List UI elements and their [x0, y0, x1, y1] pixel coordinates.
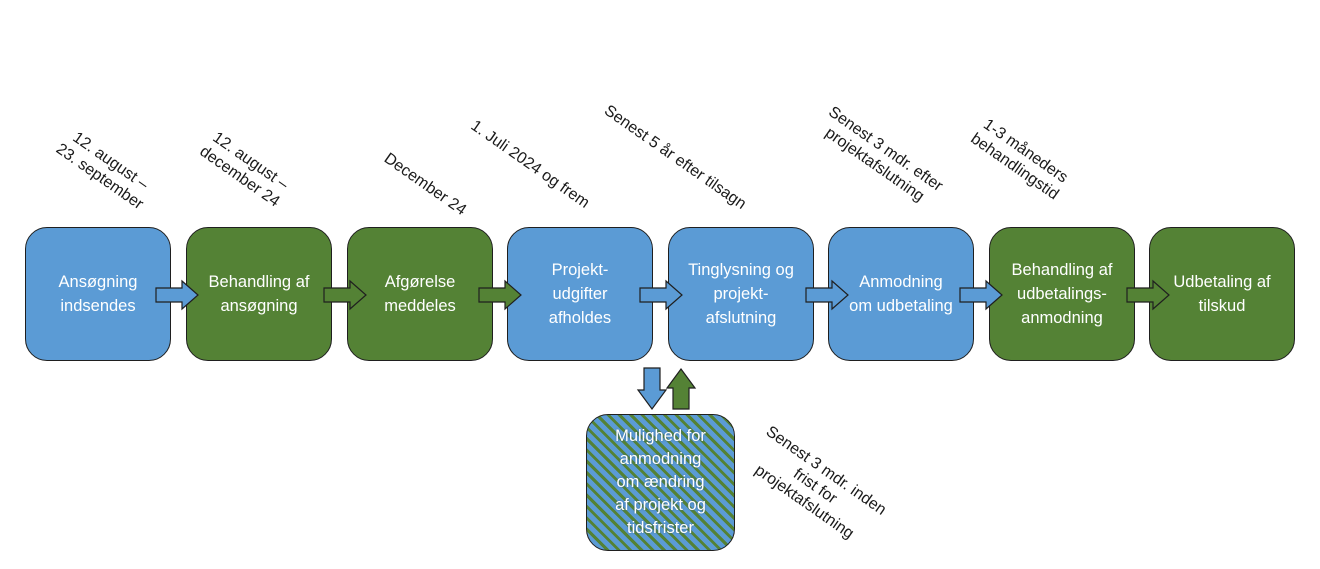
- arrow-right-icon: [959, 279, 1003, 311]
- arrow-shape: [665, 367, 697, 410]
- step-label: Tinglysning og projekt- afslutning: [688, 261, 794, 327]
- timing-label-6: Senest 3 mdr. efter projektafslutning: [821, 103, 946, 206]
- arrow-right-icon: [323, 279, 367, 311]
- arrow-right-icon: [155, 279, 199, 311]
- arrow-right-icon: [1126, 279, 1170, 311]
- step-label: Anmodning om udbetaling: [849, 273, 953, 315]
- timing-label-3: December 24: [380, 149, 470, 220]
- arrow-down-icon: [636, 367, 668, 411]
- arrow-right-icon: [478, 279, 522, 311]
- change-request-label: Mulighed for anmodning om ændring af pro…: [615, 427, 706, 537]
- timing-label-7: 1-3 måneders behandlingstid: [967, 115, 1071, 204]
- arrow-right-icon: [805, 279, 849, 311]
- step-label: Projekt- udgifter afholdes: [548, 261, 612, 327]
- timing-label-5: Senest 5 år efter tilsagn: [600, 102, 750, 213]
- step-label: Behandling af ansøgning: [208, 273, 310, 315]
- step-box-7: Behandling af udbetalings- anmodning: [989, 227, 1135, 361]
- step-box-3: Afgørelse meddeles: [347, 227, 493, 361]
- step-label: Afgørelse meddeles: [384, 273, 456, 315]
- arrow-shape: [323, 279, 367, 311]
- arrow-shape: [959, 279, 1003, 311]
- arrow-shape: [805, 279, 849, 311]
- timing-label-2: 12. august – december 24: [196, 128, 292, 211]
- arrow-shape: [636, 367, 668, 411]
- step-box-6: Anmodning om udbetaling: [828, 227, 974, 361]
- step-box-8: Udbetaling af tilskud: [1149, 227, 1295, 361]
- arrow-right-icon: [639, 279, 683, 311]
- step-box-1: Ansøgning indsendes: [25, 227, 171, 361]
- change-request-timing-label: Senest 3 mdr. inden frist for projektafs…: [751, 423, 890, 543]
- step-box-2: Behandling af ansøgning: [186, 227, 332, 361]
- change-request-box: Mulighed for anmodning om ændring af pro…: [586, 414, 735, 551]
- step-label: Behandling af udbetalings- anmodning: [1011, 261, 1113, 327]
- step-box-5: Tinglysning og projekt- afslutning: [668, 227, 814, 361]
- arrow-shape: [478, 279, 522, 311]
- step-box-4: Projekt- udgifter afholdes: [507, 227, 653, 361]
- arrow-up-icon: [665, 367, 697, 410]
- step-label: Udbetaling af tilskud: [1173, 273, 1271, 315]
- timing-label-4: 1. Juli 2024 og frem: [467, 117, 593, 212]
- arrow-shape: [639, 279, 683, 311]
- arrow-shape: [1126, 279, 1170, 311]
- arrow-shape: [155, 279, 199, 311]
- step-label: Ansøgning indsendes: [58, 273, 138, 315]
- timing-label-1: 12. august – 23. september: [52, 128, 152, 214]
